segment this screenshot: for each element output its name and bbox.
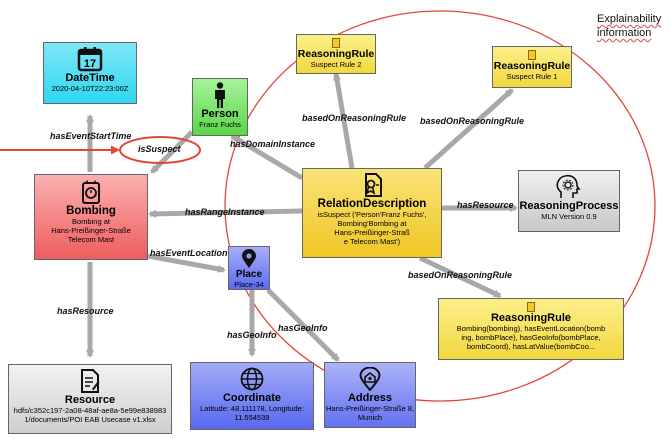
annotation-ellipse [119,136,201,164]
rule2-subtitle: Suspect Rule 2 [310,60,362,69]
label-has-domain-instance: hasDomainInstance [230,139,316,149]
relation-line-2: Bombing'Bombing at [337,219,407,228]
relation-line-4: e Telecom Mast') [343,237,401,246]
node-coordinate[interactable]: Coordinate Latitude: 48.111178, Longitud… [190,362,314,430]
resource-title: Resource [64,394,116,406]
address-icon [359,367,381,391]
label-has-resource-a: hasResource [457,200,514,210]
node-reasoning-rule-2[interactable]: ReasoningRule Suspect Rule 2 [296,34,376,74]
label-has-geo-info-a: hasGeoInfo [227,330,277,340]
node-datetime[interactable]: 17 DateTime 2020-04-10T22:23:00Z [43,42,137,104]
rule-icon [527,302,535,312]
rule3-title: ReasoningRule [490,312,572,324]
relation-title: RelationDescription [317,198,427,210]
rule-icon [528,50,536,60]
node-bombing[interactable]: Bombing Bombing at Hans-Preißinger-Straß… [34,174,148,260]
label-based-on-reasoning-rule-b: basedOnReasoningRule [420,116,525,126]
place-title: Place [235,269,263,280]
edge-has-domain-instance [230,133,304,181]
node-reasoning-rule-1[interactable]: ReasoningRule Suspect Rule 1 [492,46,572,88]
relation-line-1: isSuspect ('Person'Franz Fuchs', [317,210,427,219]
bombing-line-3: Telecom Mast [67,235,115,244]
calendar-day: 17 [84,58,96,70]
datetime-title: DateTime [65,72,115,84]
label-has-event-location: hasEventLocation [150,248,228,258]
calendar-icon: 17 [77,47,103,72]
edge-is-suspect [150,130,194,174]
node-address[interactable]: Address Hans-Preißinger-Straße 8, Munich [324,362,416,428]
label-is-suspect: isSuspect [138,144,181,154]
edge-based-on-reasoning-rule-c [418,255,502,299]
bomb-icon [82,180,100,204]
coordinate-line-1: Latitude: 48.111178, Longitude: [200,404,304,413]
person-title: Person [201,108,239,120]
edge-has-event-location [147,253,226,273]
bombing-line-2: Hans-Preißinger-Straße [51,226,131,235]
rule3-line-2: ing, bombPlace), hasGeoInfo(bombPlace, [461,333,601,342]
process-title: ReasoningProcess [519,200,619,212]
node-reasoning-rule-3[interactable]: ReasoningRule Bombing(bombing), hasEvent… [438,298,624,360]
rule3-line-3: bombCoord), hasLatValue(bombCoo... [466,342,596,351]
coordinate-line-2: 11.554539 [234,413,270,422]
label-based-on-reasoning-rule-a: basedOnReasoningRule [302,113,407,123]
resource-line-1: hdfs/c352c197-2a08-48af-ae8a-5e99e838983 [13,406,167,415]
rule2-title: ReasoningRule [297,48,375,60]
resource-line-2: 1/documents/POI EAB Usecase v1.xlsx [24,415,156,424]
edge-based-on-reasoning-rule-b [423,88,514,170]
rule-icon [332,38,340,48]
bombing-title: Bombing [66,205,116,217]
edge-based-on-reasoning-rule-a [333,72,355,169]
relation-line-3: Hans-Preißinger-Straß [334,228,410,237]
process-subtitle: MLN Version 0.9 [541,212,597,221]
rule3-line-1: Bombing(bombing), hasEventLocation(bomb [456,324,606,333]
explainability-circle [224,10,656,402]
label-has-geo-info-b: hasGeoInfo [278,323,328,333]
edge-has-range-instance [148,208,303,218]
node-reasoning-process[interactable]: ReasoningProcess MLN Version 0.9 [518,170,620,232]
place-subtitle: Place-34 [234,280,264,289]
address-line-2: Munich [357,413,383,422]
node-place[interactable]: Place Place-34 [228,246,270,290]
rule1-subtitle: Suspect Rule 1 [506,72,558,81]
person-subtitle: Franz Fuchs [199,120,241,129]
node-person[interactable]: Person Franz Fuchs [192,78,248,136]
edge-has-geo-info-b [266,288,340,362]
label-has-event-start-time: hasEventStartTime [50,131,132,141]
brain-gear-icon [556,174,581,198]
datetime-subtitle: 2020-04-10T22:23:00Z [51,84,129,93]
bombing-line-1: Bombing at [72,217,110,226]
address-line-1: Hans-Preißinger-Straße 8, [326,404,414,413]
map-pin-icon [242,249,256,268]
label-has-range-instance: hasRangeInstance [185,207,265,217]
address-title: Address [347,392,393,404]
explainability-title: Explainability information [597,13,662,39]
label-based-on-reasoning-rule-c: basedOnReasoningRule [408,270,513,280]
globe-icon [240,367,264,391]
label-has-resource-b: hasResource [57,306,114,316]
document-icon [81,369,100,393]
rule1-title: ReasoningRule [493,60,571,72]
certificate-icon [365,173,382,197]
coordinate-title: Coordinate [222,392,282,404]
node-resource[interactable]: Resource hdfs/c352c197-2a08-48af-ae8a-5e… [8,364,172,434]
node-relation-description[interactable]: RelationDescription isSuspect ('Person'F… [302,168,442,258]
person-icon [215,82,225,108]
